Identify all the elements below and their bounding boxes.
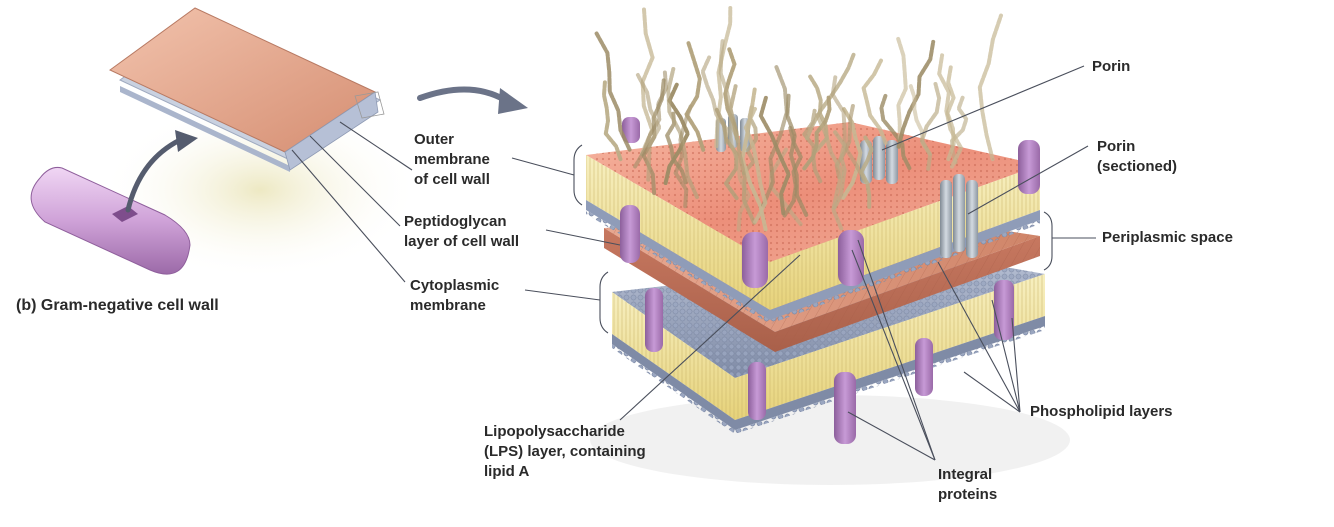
lps-chain	[633, 70, 669, 169]
lps-chain	[718, 37, 741, 143]
lps-chain	[830, 75, 867, 184]
lps-chain	[758, 94, 791, 216]
label-porin-sectioned: Porin (sectioned)	[1097, 138, 1178, 175]
label-outer-membrane: Outer membrane of cell wall	[414, 131, 490, 188]
lps-chain	[727, 126, 751, 232]
main-cutaway	[586, 6, 1070, 485]
label-periplasmic-space: Periplasmic space	[1102, 229, 1233, 246]
label-porin: Porin	[1092, 58, 1131, 75]
lps-chain	[782, 126, 803, 218]
label-lps-layer: Lipopolysaccharide (LPS) layer, containi…	[484, 423, 646, 480]
lps-chain	[594, 31, 632, 152]
lps-chain	[714, 6, 733, 149]
caption-gram-negative: (b) Gram-negative cell wall	[16, 297, 219, 314]
lps-chain	[861, 58, 888, 145]
porin-sectioned-shape	[940, 174, 978, 258]
lps-chains	[594, 6, 1003, 232]
lps-chain	[805, 52, 856, 141]
lps-chain	[743, 106, 768, 224]
label-phospholipid-layers: Phospholipid layers	[1030, 403, 1173, 420]
lps-chain	[635, 73, 662, 182]
lps-chain	[802, 95, 832, 171]
lps-chain	[602, 80, 623, 162]
lps-chain	[977, 13, 1003, 162]
label-integral-proteins: Integral proteins	[938, 466, 998, 503]
left-illustration	[30, 7, 528, 280]
label-peptidoglycan: Peptidoglycan layer of cell wall	[404, 213, 520, 250]
outer-membrane-layer	[586, 114, 1040, 324]
lps-chain	[879, 93, 912, 171]
lps-chain	[832, 130, 847, 210]
lps-chain	[945, 65, 956, 162]
lps-chain	[920, 82, 942, 171]
label-cytoplasmic-membrane: Cytoplasmic membrane	[410, 277, 500, 314]
lps-chain	[896, 36, 908, 141]
lps-chain	[684, 41, 706, 152]
lps-chain	[859, 135, 874, 209]
leader-lines	[291, 65, 1096, 461]
lps-chain	[673, 104, 693, 209]
lps-chain	[896, 39, 936, 149]
lps-chain	[761, 63, 789, 208]
lps-chain	[815, 112, 844, 231]
